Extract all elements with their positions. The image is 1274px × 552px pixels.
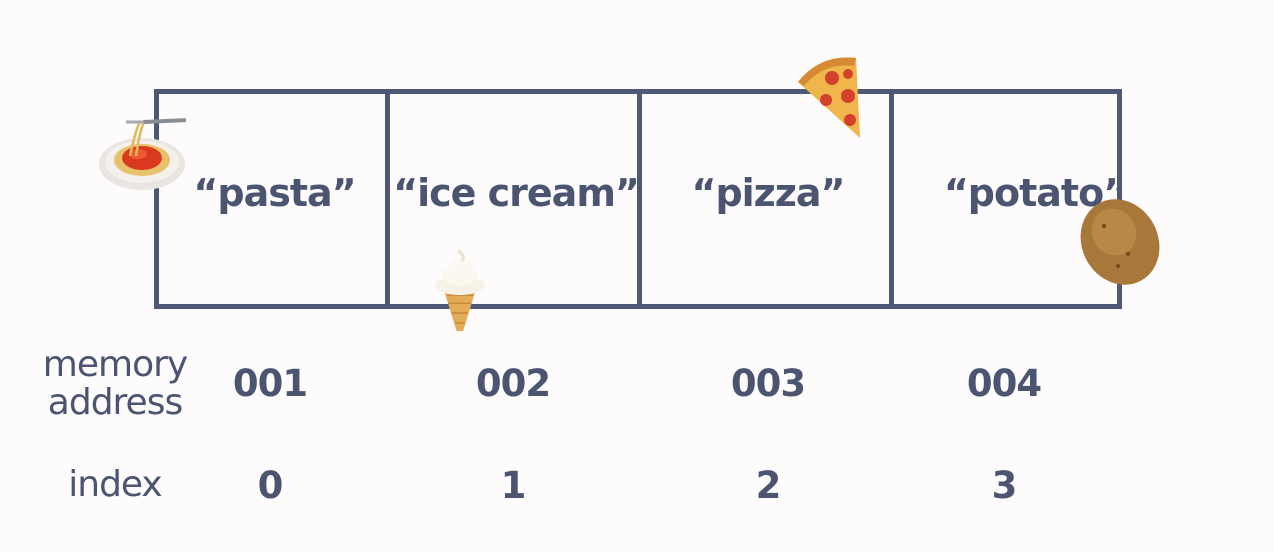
potato-icon <box>1080 199 1160 285</box>
memory-address-value: 003 <box>730 362 806 405</box>
memory-address-value: 002 <box>475 362 551 405</box>
cell-value: “potato” <box>943 171 1117 215</box>
cell-value: “pasta” <box>193 171 356 215</box>
array-cell-0: “pasta” <box>159 94 390 304</box>
cell-value: “pizza” <box>691 171 845 215</box>
array-cell-2: “pizza” <box>642 94 894 304</box>
ice-cream-icon <box>435 249 485 332</box>
array-box: “pasta” “ice cream” “pizza” “potato” <box>154 89 1122 309</box>
index-label: index <box>68 464 163 505</box>
pizza-icon <box>798 57 860 138</box>
array-cell-1: “ice cream” <box>390 94 642 304</box>
array-cell-3: “potato” <box>894 94 1117 304</box>
spaghetti-icon <box>99 118 186 190</box>
cell-divider <box>889 94 894 304</box>
memory-address-label-line1: memory <box>42 344 188 385</box>
cell-value: “ice cream” <box>393 171 640 215</box>
memory-address-label-line2: address <box>47 382 183 423</box>
cell-divider <box>385 94 390 304</box>
index-value: 1 <box>500 464 527 507</box>
memory-address-value: 004 <box>966 362 1042 405</box>
memory-address-value: 001 <box>232 362 308 405</box>
cell-divider <box>637 94 642 304</box>
index-value: 2 <box>755 464 782 507</box>
memory-address-label: memory address <box>36 346 194 422</box>
index-value: 3 <box>991 464 1018 507</box>
index-value: 0 <box>257 464 284 507</box>
